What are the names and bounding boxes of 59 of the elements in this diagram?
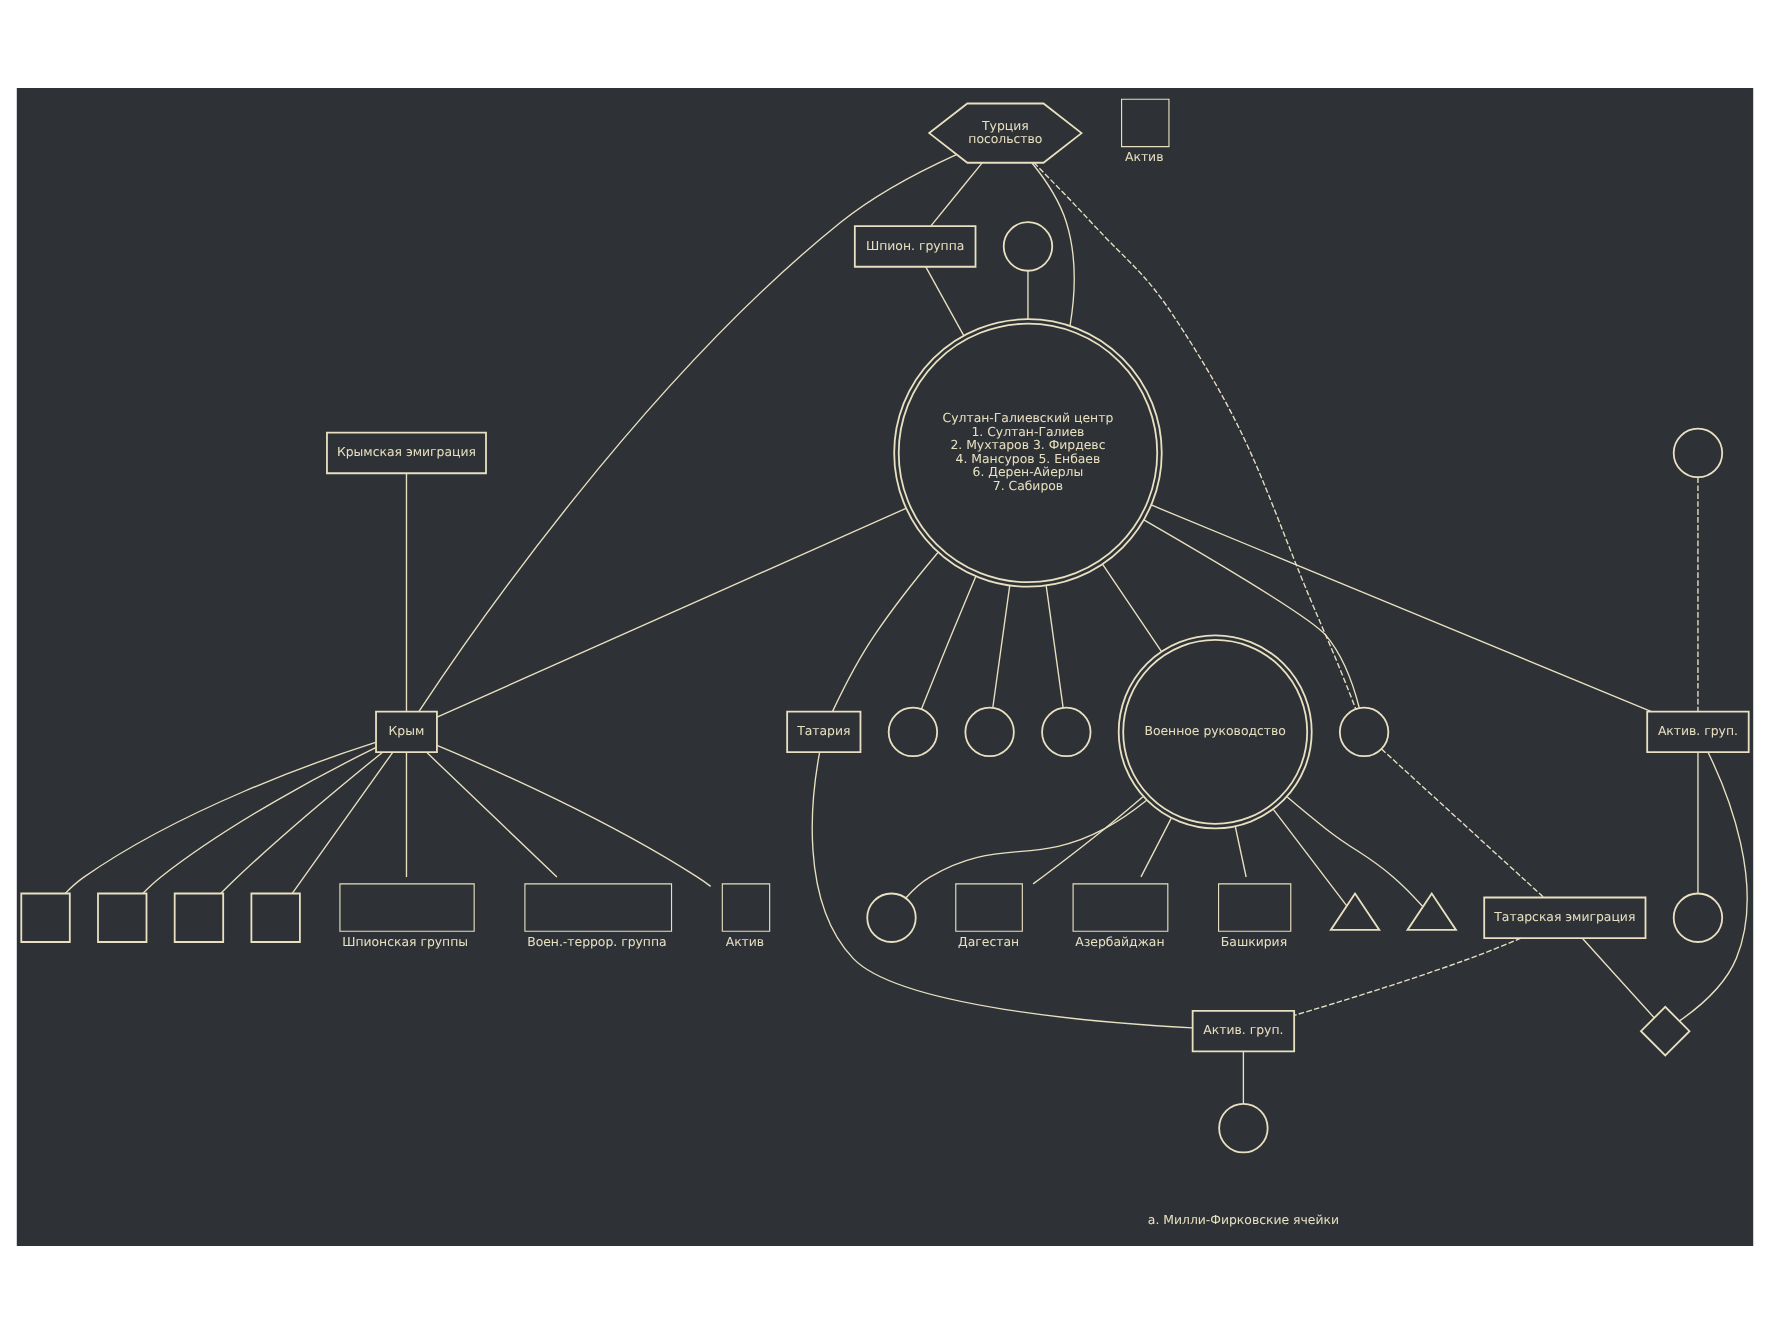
connector xyxy=(1697,477,1699,713)
connector xyxy=(1027,270,1029,320)
node-circle xyxy=(1672,892,1724,943)
connector xyxy=(1032,796,1144,885)
node-circle xyxy=(1041,706,1092,758)
connector xyxy=(1242,1051,1245,1105)
node-circle xyxy=(866,892,917,943)
connector xyxy=(1380,748,1545,898)
connector xyxy=(1234,826,1247,878)
connector xyxy=(291,751,394,894)
connector xyxy=(920,575,977,710)
connector xyxy=(1140,817,1172,878)
node-box xyxy=(173,892,225,943)
node-circle xyxy=(887,706,939,758)
node-box xyxy=(524,883,673,932)
node-circle xyxy=(1218,1103,1269,1154)
node-box xyxy=(1121,98,1170,148)
node-circle xyxy=(1672,427,1724,479)
node-circle xyxy=(964,706,1015,758)
connector xyxy=(1045,584,1064,709)
connector xyxy=(425,751,558,878)
connector xyxy=(1033,162,1357,710)
node-box xyxy=(20,892,71,943)
node-triangle xyxy=(1329,891,1381,931)
connector xyxy=(831,551,939,713)
connector xyxy=(1678,751,1748,1022)
connector xyxy=(1581,937,1655,1019)
node-box xyxy=(721,883,771,932)
node-circle xyxy=(1338,706,1390,758)
node-box xyxy=(955,883,1023,932)
connector xyxy=(142,747,377,895)
node-box xyxy=(1072,883,1169,932)
connector xyxy=(64,741,377,895)
connector xyxy=(1150,504,1653,713)
node-triangle xyxy=(1405,891,1458,931)
connector xyxy=(405,472,408,713)
connector xyxy=(1293,937,1522,1016)
connector xyxy=(436,507,907,718)
connector xyxy=(930,162,983,227)
node-circle xyxy=(1002,221,1054,272)
connector xyxy=(1286,796,1424,908)
connector xyxy=(436,744,712,888)
node-box xyxy=(339,883,475,932)
node-box xyxy=(250,892,301,943)
connector xyxy=(1697,751,1699,894)
connector xyxy=(418,153,958,713)
connector xyxy=(905,799,1148,899)
connector xyxy=(1272,808,1348,907)
connector xyxy=(1143,519,1360,709)
node-diamond xyxy=(1639,1005,1691,1057)
connector xyxy=(1031,162,1075,327)
connector xyxy=(811,751,1194,1029)
node-box xyxy=(97,892,148,943)
connector xyxy=(220,751,383,894)
node-box xyxy=(1218,883,1292,932)
connector xyxy=(992,584,1011,709)
connector xyxy=(925,266,965,337)
connector xyxy=(405,751,408,878)
connector xyxy=(1101,563,1163,652)
